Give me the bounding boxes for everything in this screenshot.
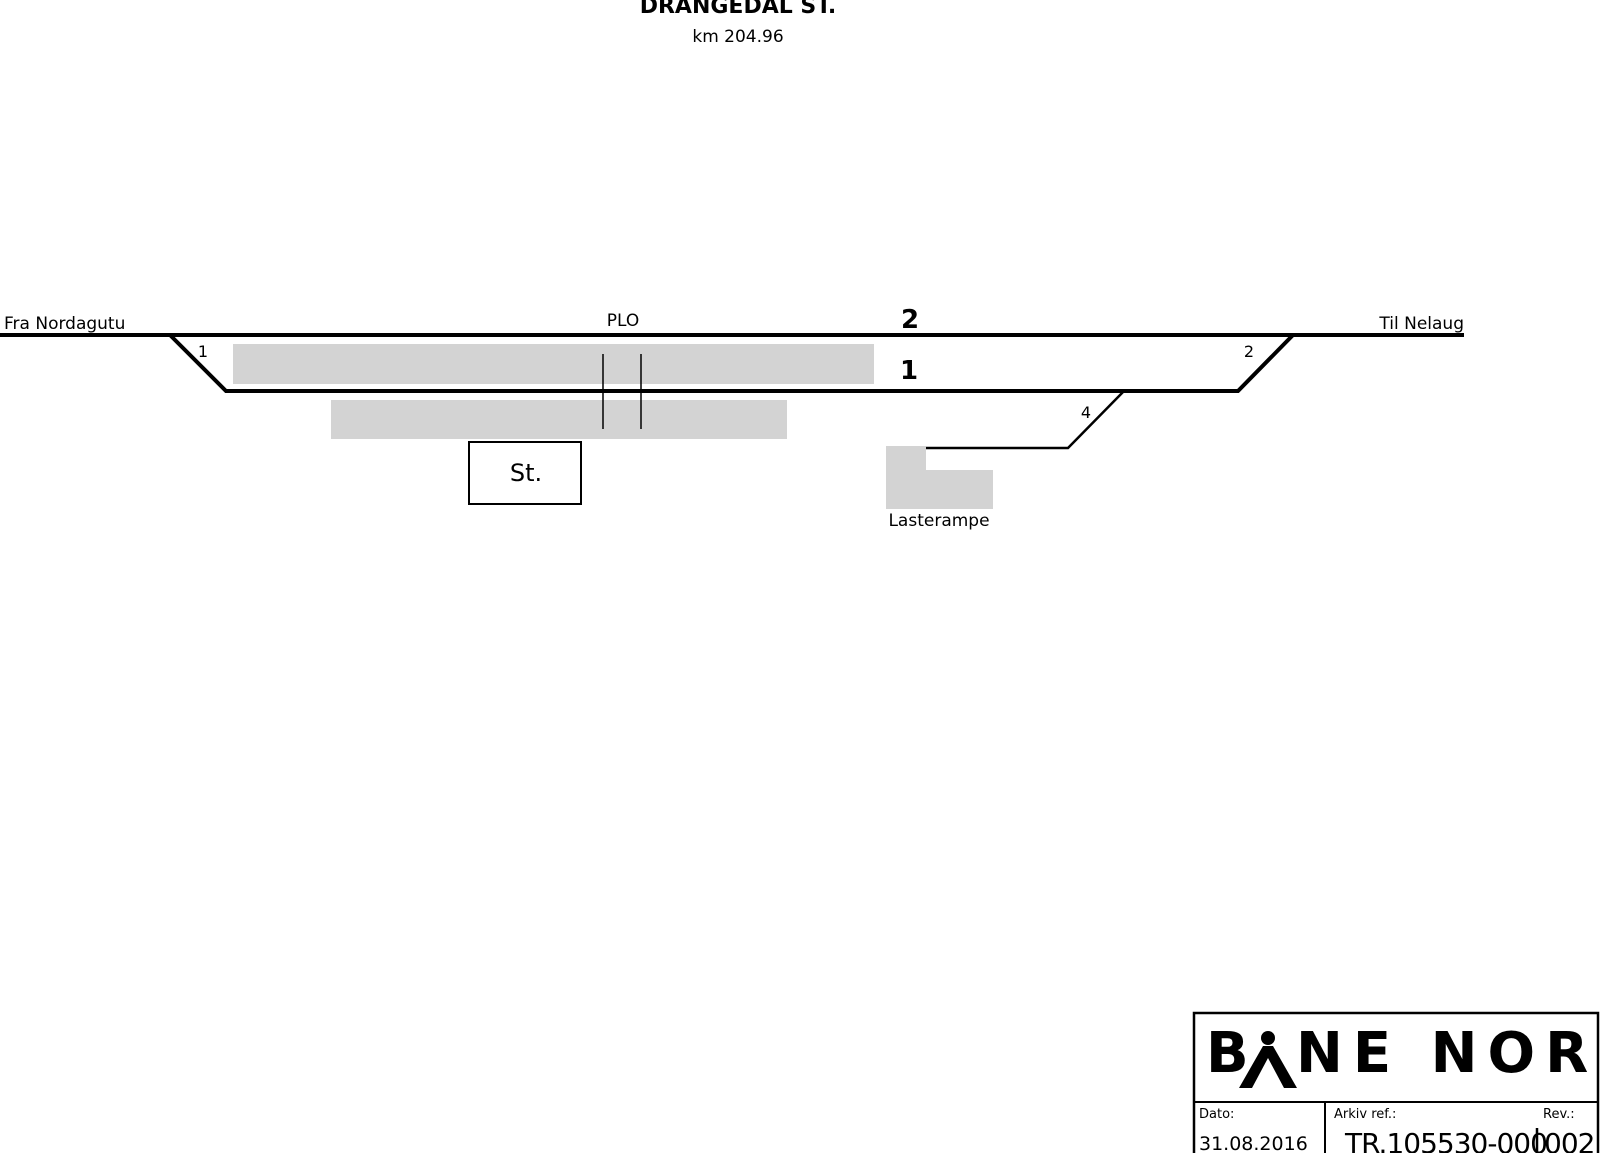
- station-building-label: St.: [510, 459, 542, 487]
- platform-track-1: [233, 344, 874, 384]
- date-value: 31.08.2016: [1199, 1133, 1308, 1153]
- loading-ramp-label: Lasterampe: [888, 511, 989, 531]
- logo-text-rest: NE NOR: [1296, 1021, 1598, 1086]
- to-direction-label: Til Nelaug: [1378, 314, 1464, 334]
- station-building: [468, 441, 582, 505]
- archive-value: TR.105530-000: [1344, 1127, 1547, 1153]
- switch-label-2: 2: [1244, 342, 1254, 361]
- switch-label-1: 1: [198, 342, 208, 361]
- track-1: [168, 333, 1295, 393]
- track-number-2: 2: [901, 305, 919, 335]
- station-title: DRANGEDAL ST.: [640, 0, 837, 19]
- track-number-1: 1: [900, 356, 918, 386]
- signal-label-plo: PLO: [607, 311, 640, 331]
- title-block: B NE NOR Dato: 31.08.2016 Arkiv ref.: TR…: [1192, 1011, 1600, 1153]
- date-label: Dato:: [1199, 1107, 1234, 1122]
- km-position: km 204.96: [692, 27, 783, 47]
- platform-lower: [331, 400, 787, 439]
- switch-label-4: 4: [1081, 403, 1091, 422]
- track-4-branch: [926, 390, 1125, 450]
- archive-label: Arkiv ref.:: [1334, 1107, 1396, 1122]
- logo-letter-b: B: [1206, 1021, 1252, 1086]
- rev-value: 002: [1544, 1127, 1594, 1153]
- logo-a-symbol: [1239, 1031, 1297, 1088]
- loading-ramp: [886, 446, 993, 509]
- from-direction-label: Fra Nordagutu: [4, 314, 125, 334]
- rev-label: Rev.:: [1543, 1107, 1575, 1122]
